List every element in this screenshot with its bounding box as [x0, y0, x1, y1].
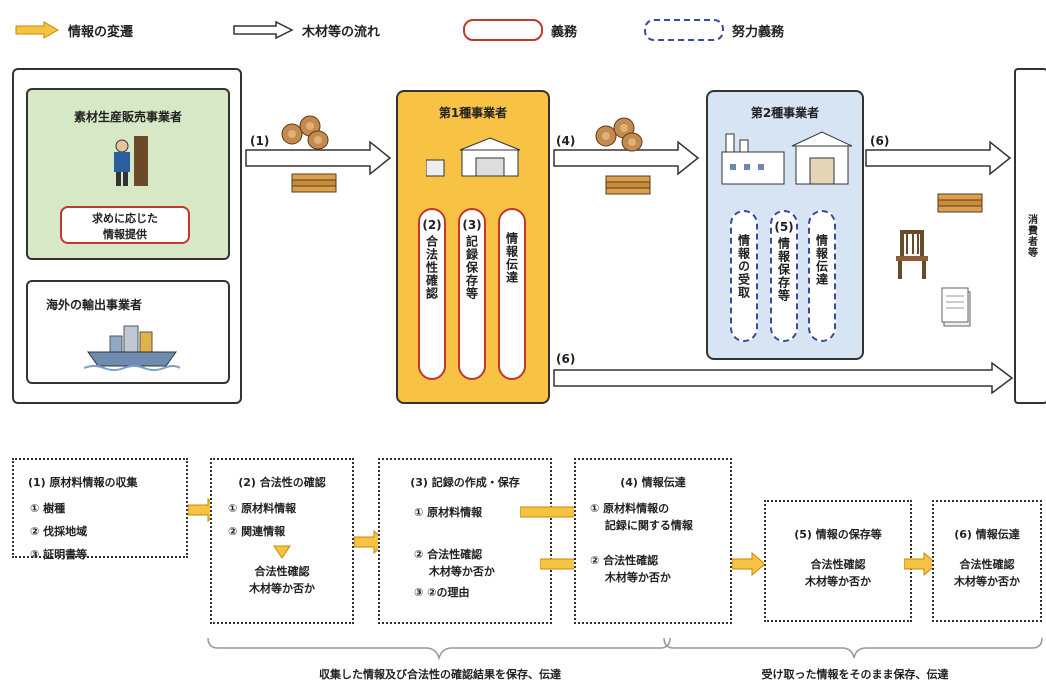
second-item-2-num: (5): [774, 220, 794, 234]
legend-wood-flow: 木材等の流れ: [232, 18, 380, 42]
first-item-1-label: 合法性確認: [424, 235, 439, 300]
first-item-2-num: (3): [462, 218, 482, 232]
brace-right: [663, 637, 1043, 659]
factory-icon: [721, 131, 852, 185]
wood-flow-arrow-6-bottom: [553, 362, 1014, 394]
lumber-icon: [291, 173, 337, 193]
legend-info-flow: 情報の変遷: [14, 18, 133, 42]
second-item-info-keep: (5) 情報保存等: [770, 210, 798, 342]
wood-flow-arrow-6-top: [865, 140, 1012, 176]
step-4-title: (4) 情報伝達: [620, 476, 686, 489]
paper-stack-icon: [941, 287, 971, 327]
first-item-2-label: 記録保存等: [464, 235, 479, 300]
legend-effort-obligation-label: 努力義務: [732, 24, 785, 40]
arrow-6-top-label: (6): [870, 134, 890, 148]
cargo-ship-icon: [84, 325, 180, 371]
step-6-body: 合法性確認 木材等か否か: [954, 558, 1020, 588]
info-arrow-5: [904, 552, 938, 576]
legend-wood-flow-label: 木材等の流れ: [302, 24, 381, 40]
brace-left: [207, 637, 671, 661]
chair-icon: [896, 230, 928, 279]
step-2-item-1: ① 原材料情報: [228, 502, 297, 515]
step-1-item-1: ① 樹種: [30, 502, 66, 515]
consumer-box: 消費者等: [1014, 68, 1046, 404]
warehouse-icon: [426, 137, 521, 177]
step-3-item-2: ② 合法性確認 木材等か否か: [414, 548, 495, 578]
step-1-title: (1) 原材料情報の収集: [28, 476, 138, 489]
step-4-item-2: ② 合法性確認 木材等か否か: [590, 554, 671, 584]
material-producer-note: 求めに応じた 情報提供: [60, 206, 190, 244]
step-3-title: (3) 記録の作成・保存: [410, 476, 520, 489]
step-3-item-1: ① 原材料情報: [414, 506, 483, 519]
step-2-result: 合法性確認 木材等か否か: [249, 565, 315, 595]
info-arrow-4: [732, 552, 766, 576]
logs-icon-2: [595, 117, 643, 152]
first-item-1-num: (2): [422, 218, 442, 232]
down-triangle-icon: [273, 545, 291, 559]
first-item-record-keeping: (3) 記録保存等: [458, 208, 486, 380]
wood-flow-arrow-1: [245, 140, 392, 176]
step-5-box: (5) 情報の保存等 合法性確認 木材等か否か: [764, 500, 912, 622]
yellow-arrow-icon: [15, 21, 60, 39]
first-item-info-transfer: 情報伝達: [498, 208, 526, 380]
step-2-item-2: ② 関連情報: [228, 525, 286, 538]
consumer-label: 消費者等: [1025, 214, 1037, 258]
legend-obligation: 義務: [463, 18, 577, 42]
wood-flow-arrow-4: [553, 140, 700, 176]
lumber-icon-2: [605, 175, 651, 195]
second-item-info-transfer: 情報伝達: [808, 210, 836, 342]
blue-dashed-box-icon: [644, 19, 724, 41]
material-producer-title: 素材生産販売事業者: [73, 110, 182, 124]
step-5-title: (5) 情報の保存等: [794, 528, 882, 541]
arrow-1-label: (1): [250, 134, 270, 148]
step-1-box: (1) 原材料情報の収集 ① 樹種 ② 伐採地域 ③ 証明書等: [12, 458, 188, 561]
white-arrow-icon: [233, 20, 294, 40]
second-item-info-receive: 情報の受取: [730, 210, 758, 342]
arrow-6-bottom-label: (6): [556, 352, 576, 366]
first-item-legality-check: (2) 合法性確認: [418, 208, 446, 380]
first-item-3-label: 情報伝達: [504, 232, 519, 284]
brace-left-text: 収集した情報及び合法性の確認結果を保存、伝達: [319, 668, 561, 681]
step-2-box: (2) 合法性の確認 ① 原材料情報 ② 関連情報 合法性確認 木材等か否か: [210, 458, 354, 624]
step-6-box: (6) 情報伝達 合法性確認 木材等か否か: [932, 500, 1042, 622]
legend-info-flow-label: 情報の変遷: [68, 24, 134, 40]
overseas-exporter-title: 海外の輸出事業者: [46, 298, 143, 312]
step-5-body: 合法性確認 木材等か否か: [805, 558, 871, 588]
step-1-item-3: ③ 証明書等: [30, 548, 88, 561]
second-item-2-label: 情報保存等: [776, 237, 791, 302]
step-1-item-2: ② 伐採地域: [30, 525, 88, 538]
step-6-title: (6) 情報伝達: [954, 528, 1020, 541]
first-type-title: 第1種事業者: [438, 106, 508, 120]
second-type-title: 第2種事業者: [750, 106, 820, 120]
second-item-3-label: 情報伝達: [814, 234, 829, 286]
lumber-icon-3: [937, 193, 983, 213]
step-4-item-1: ① 原材料情報の 記録に関する情報: [590, 502, 693, 532]
arrow-4-label: (4): [556, 134, 576, 148]
brace-right-text: 受け取った情報をそのまま保存、伝達: [761, 668, 949, 681]
red-box-icon: [463, 19, 543, 41]
material-producer-box: 素材生産販売事業者 求めに応じた 情報提供: [26, 88, 230, 260]
step-4-box: (4) 情報伝達 ① 原材料情報の 記録に関する情報 ② 合法性確認 木材等か否…: [574, 458, 732, 624]
step-2-title: (2) 合法性の確認: [238, 476, 326, 489]
step-3-box: (3) 記録の作成・保存 ① 原材料情報 ② 合法性確認 木材等か否か ③ ②の…: [378, 458, 552, 624]
legend-effort-obligation: 努力義務: [644, 18, 784, 42]
second-item-1-label: 情報の受取: [736, 234, 751, 299]
step-3-item-3: ③ ②の理由: [414, 586, 470, 599]
lumberjack-icon: [114, 136, 148, 186]
logs-icon: [281, 115, 329, 150]
legend-obligation-label: 義務: [551, 24, 578, 40]
overseas-exporter-box: 海外の輸出事業者: [26, 280, 230, 384]
